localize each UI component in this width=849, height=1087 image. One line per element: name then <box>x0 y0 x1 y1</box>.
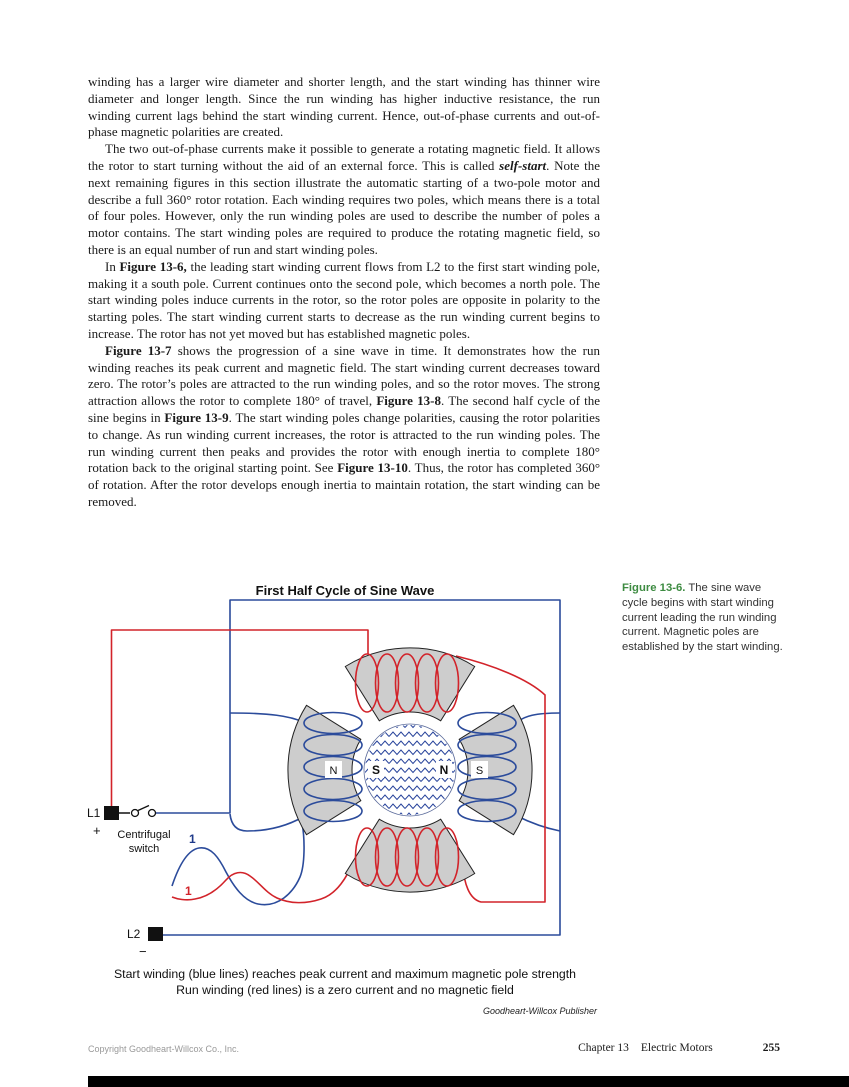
centrifugal-switch-contact-left <box>130 808 140 818</box>
right-coil-return-wire <box>516 815 561 832</box>
run-winding-coil-top <box>354 653 460 713</box>
body-paragraph: winding has a larger wire diameter and s… <box>88 74 600 141</box>
footer-copyright: Copyright Goodheart-Willcox Co., Inc. <box>88 1044 240 1054</box>
right-pole <box>458 704 533 836</box>
text-run: . Note the next remaining figures in thi… <box>88 157 600 257</box>
page-edge-bar <box>88 1076 849 1087</box>
text-run: winding has a larger wire diameter and s… <box>88 74 600 140</box>
margin-caption: Figure 13-6. The sine wave cycle begins … <box>622 581 786 655</box>
body-paragraph: Figure 13-7 shows the progression of a s… <box>88 343 600 511</box>
text-run: . The start winding poles change polarit… <box>88 409 600 476</box>
l2-label: L2 <box>127 927 141 941</box>
text-run: shows the progression of a sine wave in … <box>88 342 601 409</box>
figure-caption-line2: Run winding (red lines) is a zero curren… <box>176 983 514 997</box>
figure-caption-line1: Start winding (blue lines) reaches peak … <box>113 967 577 981</box>
body-text-block: winding has a larger wire diameter and s… <box>88 74 600 511</box>
start-winding-loop-wire <box>155 599 561 936</box>
stator-poles <box>287 647 533 893</box>
start-winding-coil-right <box>457 711 517 823</box>
left-coil-return-wire <box>229 813 304 832</box>
plus-label: + <box>93 823 101 838</box>
text-run: . The second half cycle of the sine begi… <box>88 393 601 425</box>
run-winding-wires <box>110 629 546 904</box>
text-run: self-start <box>499 157 547 173</box>
polarity-labels: N S N S <box>325 761 488 778</box>
text-run: Figure 13-7 <box>105 342 172 358</box>
l1-terminal-assembly: L1 + Centrifugal switch <box>87 804 171 855</box>
footer-chapter-title: Electric Motors <box>640 1042 713 1054</box>
text-run: Figure 13-10 <box>337 460 408 476</box>
text-run: . Thus, the rotor has completed 360° of … <box>88 460 601 509</box>
start-wave-point-label: 1 <box>189 832 196 846</box>
footer-page-number: 255 <box>762 1042 780 1054</box>
figure-number-label: Figure 13-6. <box>622 582 686 594</box>
centrifugal-switch-label-line2: switch <box>129 843 160 855</box>
start-current-sine-wave <box>171 822 305 906</box>
margin-caption-text: The sine wave cycle begins with start wi… <box>622 582 783 654</box>
centrifugal-switch-contact-right <box>147 808 157 818</box>
body-paragraph: The two out-of-phase currents make it po… <box>88 141 600 259</box>
l2-terminal <box>148 927 163 941</box>
rotor-right-polarity-label: N <box>440 763 449 777</box>
run-wave-point-label: 1 <box>185 884 192 898</box>
text-run: In <box>105 258 120 274</box>
right-coil-feed-wire <box>516 712 561 723</box>
body-paragraph: In Figure 13-6, the leading start windin… <box>88 259 600 343</box>
rotor <box>363 723 457 817</box>
l2-terminal-assembly: L2 − <box>127 927 163 959</box>
text-run: The two out-of-phase currents make it po… <box>88 141 600 173</box>
footer-running-head: Chapter 13 Electric Motors 255 <box>578 1042 780 1054</box>
publisher-credit: Goodheart-Willcox Publisher <box>483 1006 597 1016</box>
bottom-pole <box>344 818 476 893</box>
top-pole <box>344 647 476 722</box>
figure-title: First Half Cycle of Sine Wave <box>255 583 435 598</box>
top-to-bottom-coil-wire <box>455 655 546 903</box>
left-coil-feed-wire <box>229 712 304 723</box>
centrifugal-switch-label-line1: Centrifugal <box>117 829 170 841</box>
minus-label: − <box>139 944 147 959</box>
l1-terminal <box>104 806 119 820</box>
text-run: Figure 13-6, <box>119 258 187 274</box>
run-current-sine-wave <box>171 858 356 904</box>
footer-chapter-label: Chapter 13 <box>578 1042 629 1054</box>
run-winding-coil-bottom <box>354 827 460 887</box>
rotor-left-polarity-label: S <box>372 763 380 777</box>
text-run: the leading start winding current flows … <box>88 258 600 341</box>
l1-label: L1 <box>87 806 101 820</box>
text-run: Figure 13-8 <box>376 393 441 409</box>
centrifugal-switch-blade <box>137 804 150 812</box>
left-pole <box>287 704 362 836</box>
figure-caption: Start winding (blue lines) reaches peak … <box>75 966 615 998</box>
motor-diagram: N S N S L1 + Centrifugal switch L2 − <box>87 599 561 959</box>
left-pole-polarity-label: N <box>330 765 338 777</box>
l1-to-top-coil-wire <box>110 629 369 806</box>
text-run: Figure 13-9 <box>164 409 229 425</box>
right-pole-polarity-label: S <box>476 765 483 777</box>
